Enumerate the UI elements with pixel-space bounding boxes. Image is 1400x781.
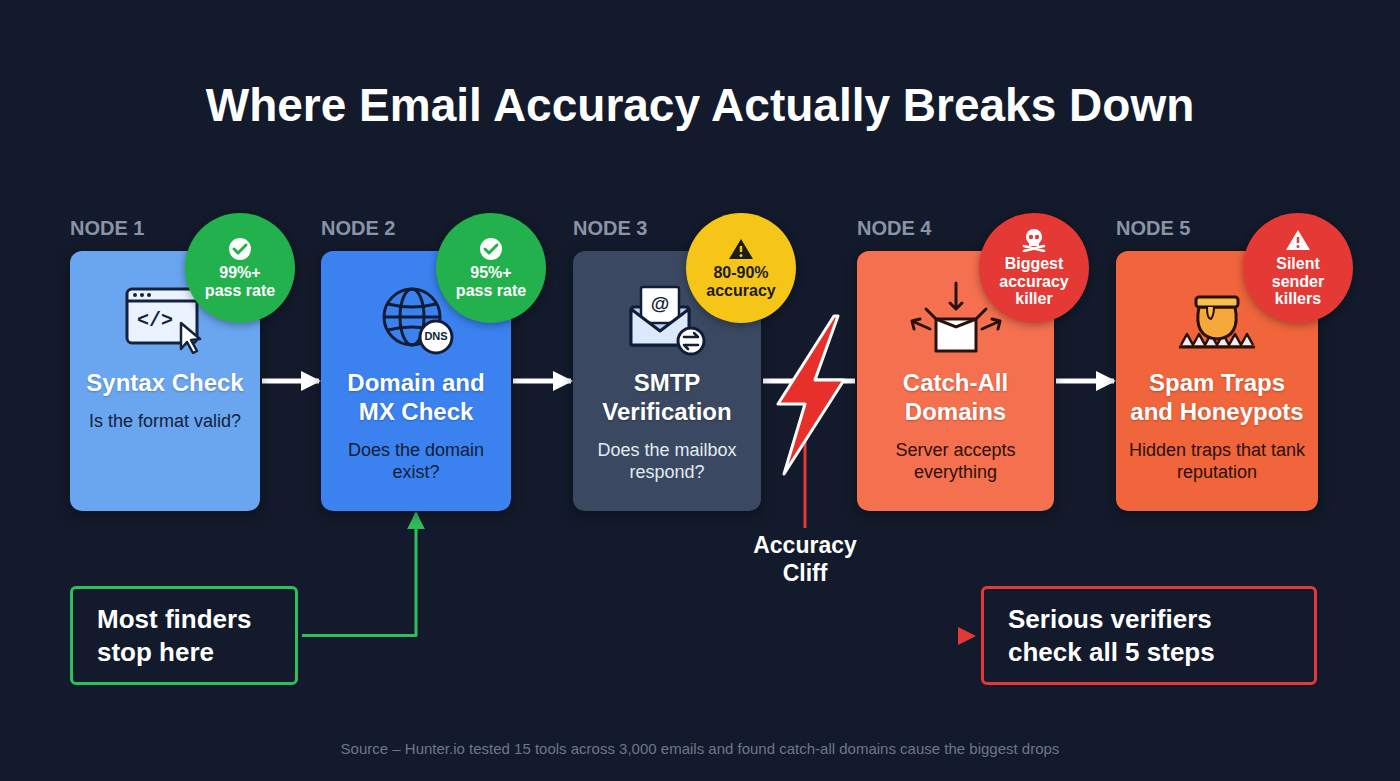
progress-arrow-head <box>958 627 976 645</box>
status-badge: 99%+ pass rate <box>185 213 295 323</box>
flow-arrow <box>262 379 319 384</box>
step-question: Does the mailbox respond? <box>585 439 749 484</box>
badge-text: Silent sender killers <box>1258 255 1338 308</box>
step-question: Hidden traps that tank reputation <box>1128 439 1306 484</box>
title: Where Email Accuracy Actually Breaks Dow… <box>0 78 1400 132</box>
badge-icon <box>728 237 754 261</box>
callout-text: Most finders stop here <box>97 603 271 668</box>
step-title: Domain and MX Check <box>333 369 499 427</box>
node-number: NODE 4 <box>857 217 931 240</box>
icon-at-glyph: @ <box>651 293 670 316</box>
step-question: Server accepts everything <box>869 439 1042 484</box>
step-title: SMTP Verification <box>585 369 749 427</box>
status-badge: Biggest accuracy killer <box>979 213 1089 323</box>
callout-box: Most finders stop here <box>70 586 298 685</box>
flow-arrow <box>513 379 571 384</box>
badge-icon <box>1285 228 1311 252</box>
cliff-label: Accuracy Cliff <box>736 532 874 587</box>
pointer-arrow <box>302 513 416 636</box>
badge-text: 99%+ pass rate <box>200 264 280 299</box>
badge-icon <box>227 237 253 261</box>
process-box: NODE 3SMTP VerificationDoes the mailbox … <box>573 251 761 511</box>
status-badge: 80-90% accuracy <box>686 213 796 323</box>
icon-dns-text: DNS <box>424 330 447 343</box>
process-box: NODE 4Catch-All DomainsServer accepts ev… <box>857 251 1054 511</box>
step-title: Catch-All Domains <box>869 369 1042 427</box>
icon-code-glyph: </> <box>137 309 173 333</box>
process-box: NODE 1Syntax CheckIs the format valid?99… <box>70 251 260 511</box>
status-badge: 95%+ pass rate <box>436 213 546 323</box>
badge-text: 80-90% accuracy <box>701 264 781 299</box>
node-number: NODE 5 <box>1116 217 1190 240</box>
badge-icon <box>478 237 504 261</box>
node-number: NODE 1 <box>70 217 144 240</box>
status-badge: Silent sender killers <box>1243 213 1353 323</box>
badge-text: 95%+ pass rate <box>451 264 531 299</box>
node-number: NODE 2 <box>321 217 395 240</box>
callout-text: Serious verifiers check all 5 steps <box>1008 603 1290 668</box>
lightning-bolt <box>778 316 844 474</box>
node-number: NODE 3 <box>573 217 647 240</box>
progress-arrow-line <box>575 635 962 638</box>
step-title: Spam Traps and Honeypots <box>1128 369 1306 427</box>
step-question: Is the format valid? <box>89 410 241 433</box>
badge-icon <box>1021 228 1047 252</box>
step-question: Does the domain exist? <box>333 439 499 484</box>
process-box: NODE 5Spam Traps and HoneypotsHidden tra… <box>1116 251 1318 511</box>
caption: Source – Hunter.io tested 15 tools acros… <box>0 740 1400 757</box>
badge-text: Biggest accuracy killer <box>994 255 1074 308</box>
process-box: NODE 2Domain and MX CheckDoes the domain… <box>321 251 511 511</box>
flow-arrow <box>1056 379 1114 384</box>
step-title: Syntax Check <box>86 369 243 398</box>
callout-box: Serious verifiers check all 5 steps <box>981 586 1317 685</box>
